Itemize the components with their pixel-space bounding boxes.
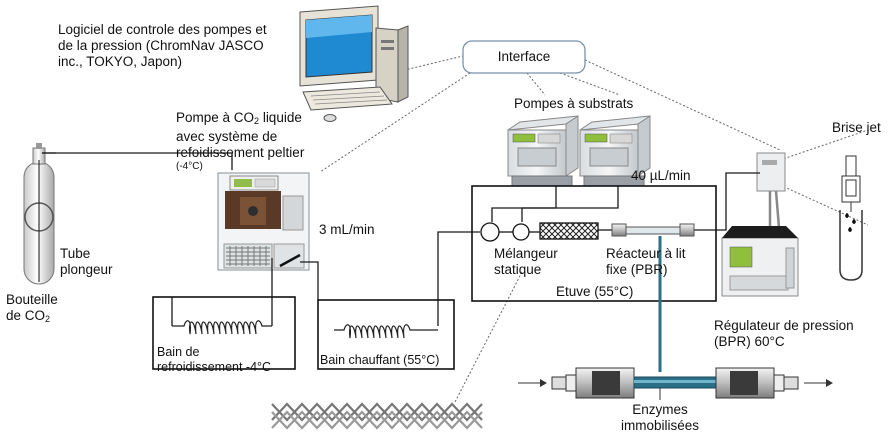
co2-bottle-label-line2a: de CO	[6, 308, 46, 323]
interface-label: Interface	[497, 49, 551, 64]
reactor-label-line2: fixe (PBR)	[606, 262, 668, 277]
co2-bottle-label-line1: Bouteille	[6, 292, 58, 307]
reactor-column-icon	[611, 223, 695, 372]
substrate-flow-label: 40 µL/min	[631, 168, 691, 183]
dip-tube-label: Tube plongeur	[60, 246, 113, 278]
static-mixer-label: Mélangeur statique	[494, 246, 558, 278]
computer-icon	[299, 5, 409, 122]
co2-pump-label: Pompe à CO2 liquide avec système de refo…	[176, 110, 304, 173]
immobilized-enzymes-label-line2: immobilisées	[620, 418, 700, 433]
reactor-label-line1: Réacteur à lit	[606, 246, 686, 261]
heating-bath-label: Bain chauffant (55°C)	[320, 353, 440, 367]
cooling-bath-box	[152, 296, 296, 370]
co2-pump-label-line4: (-4°C)	[176, 161, 203, 172]
oven-box	[471, 185, 717, 302]
co2-pump-icon	[217, 172, 310, 271]
jet-breaker-label: Brise jet	[832, 120, 881, 135]
cooling-bath-label: Bain de refroidissement -4°C	[157, 345, 271, 375]
control-signal-lines	[319, 55, 869, 403]
software-label-line3: inc., TOKYO, Japon)	[58, 54, 183, 69]
reactor-label: Réacteur à lit fixe (PBR)	[606, 246, 686, 278]
cooling-coil-icon	[172, 320, 272, 335]
immobilized-enzymes-label: Enzymes immobilisées	[612, 402, 708, 434]
interface-box	[462, 40, 586, 74]
immobilized-enzymes-label-line1: Enzymes	[632, 402, 688, 417]
pressure-regulator-icon	[721, 152, 799, 297]
co2-pump-label-line1b: liquide	[259, 110, 302, 125]
co2-bottle-label: Bouteille de CO2	[6, 292, 58, 327]
oven-label: Etuve (55°C)	[556, 284, 634, 299]
jet-breaker-icon	[839, 155, 863, 281]
pressure-regulator-label-line2: (BPR) 60°C	[714, 334, 785, 349]
co2-bottle-icon	[23, 143, 56, 285]
pressure-regulator-label-line1: Régulateur de pression	[714, 318, 854, 333]
cooling-bath-label-line1: Bain de	[157, 345, 200, 359]
software-label-line1: Logiciel de controle des pompes et	[58, 22, 267, 37]
static-mixer-label-line1: Mélangeur	[494, 246, 558, 261]
software-label: Logiciel de controle des pompes et de la…	[58, 22, 267, 70]
immobilized-enzymes-icon	[518, 367, 833, 400]
mixing-tee-2	[512, 223, 530, 241]
static-mixer-zoom	[271, 402, 483, 430]
static-mixer-icon	[539, 222, 599, 240]
substrate-pump-icon	[507, 115, 651, 187]
co2-pump-label-line1sub: 2	[254, 116, 260, 126]
co2-pump-label-line3: refoidissement peltier	[176, 145, 305, 160]
pressure-regulator-label: Régulateur de pression (BPR) 60°C	[714, 318, 854, 350]
dip-tube-label-line1: Tube	[60, 246, 91, 261]
co2-pump-label-line2: avec système de	[176, 129, 278, 144]
dip-tube-label-line2: plongeur	[60, 262, 113, 277]
co2-bottle-label-line2sub: 2	[45, 314, 51, 324]
heating-coil-icon	[334, 324, 438, 339]
co2-pump-label-line1a: Pompe à CO	[176, 110, 255, 125]
co2-flow-label: 3 mL/min	[319, 222, 375, 237]
mixing-tee-1	[480, 222, 500, 242]
software-label-line2: de la pression (ChromNav JASCO	[58, 38, 264, 53]
cooling-bath-label-line2: refroidissement -4°C	[157, 360, 272, 374]
fluid-lines	[56, 152, 760, 326]
static-mixer-label-line2: statique	[494, 262, 542, 277]
substrate-pumps-label: Pompes à substrats	[514, 96, 634, 111]
heating-bath-box	[317, 299, 455, 370]
